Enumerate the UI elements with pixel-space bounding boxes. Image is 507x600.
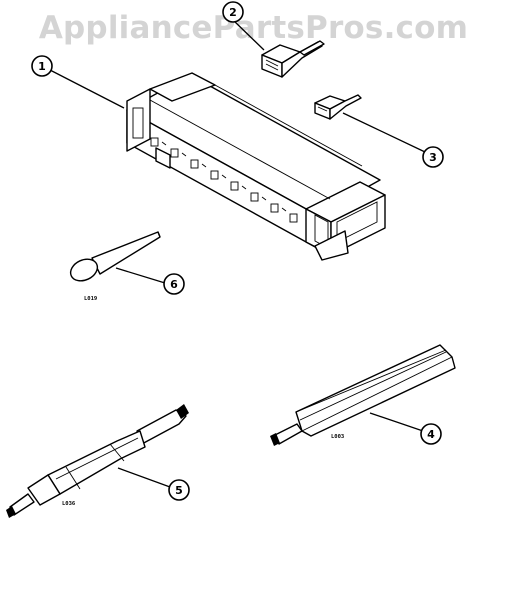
terminal-large (261, 40, 325, 78)
callout-5: 5 (168, 479, 190, 501)
leader-lines (49, 19, 426, 488)
extraction-tool-hex: L003 (270, 344, 456, 446)
callout-3: 3 (422, 146, 444, 168)
callout-4: 4 (420, 423, 442, 445)
code-label-l019: L019 (84, 296, 97, 302)
terminal-small (314, 94, 362, 120)
svg-text:6: 6 (170, 278, 178, 291)
svg-text:5: 5 (175, 484, 183, 497)
callout-6: 6 (163, 273, 185, 295)
callout-1: 1 (31, 55, 53, 77)
insertion-tool: L019 (69, 231, 161, 302)
double-ended-tool: L036 (6, 404, 189, 518)
svg-text:2: 2 (229, 6, 237, 19)
code-label-l003: L003 (331, 434, 344, 440)
connector-housing (126, 72, 386, 261)
svg-text:3: 3 (429, 151, 437, 164)
svg-text:4: 4 (427, 428, 435, 441)
callout-2: 2 (222, 1, 244, 23)
svg-text:1: 1 (38, 60, 46, 73)
code-label-l036: L036 (62, 501, 76, 507)
